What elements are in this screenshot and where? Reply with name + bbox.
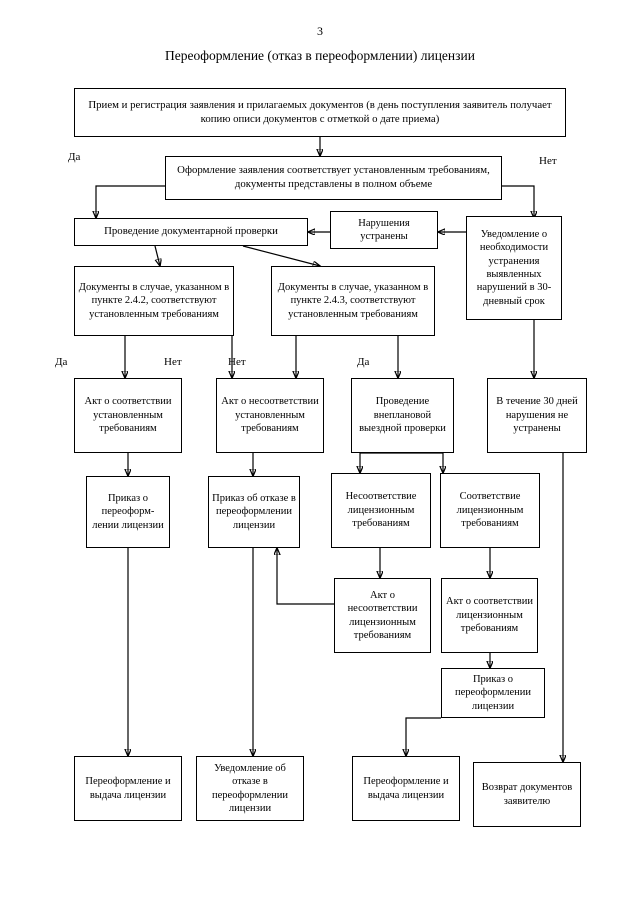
node-unscheduled-check[interactable]: Проведение внеплановой выездной проверки [351, 378, 454, 453]
node-decision-form[interactable]: Оформление заявления соответствует устан… [165, 156, 502, 200]
node-order-refuse[interactable]: Приказ об отказе в переоформлении лиценз… [208, 476, 300, 548]
node-conform-lic[interactable]: Соответствие лицензионным требованиям [440, 473, 540, 548]
node-violations-fixed[interactable]: Нарушения устранены [330, 211, 438, 249]
edge-label-yes-top: Да [68, 151, 81, 163]
node-act-nonconform-req[interactable]: Акт о несоответствии установленным требо… [216, 378, 324, 453]
node-return-docs[interactable]: Возврат документов заявителю [473, 762, 581, 827]
node-order-reissue-2[interactable]: Приказ о переоформлении лицензии [441, 668, 545, 718]
edge-label-no-top: Нет [539, 155, 557, 167]
edge-label-no-242: Нет [164, 356, 182, 368]
page-title: Переоформление (отказ в переоформлении) … [165, 48, 475, 63]
node-act-nonconform-lic[interactable]: Акт о несоответствии лицензионным требов… [334, 578, 431, 653]
node-order-reissue-1[interactable]: Приказ о переоформ- лении лицензии [86, 476, 170, 548]
node-notice-fix[interactable]: Уведомление о необходимости устранения в… [466, 216, 562, 320]
edge-label-no-243: Нет [228, 356, 246, 368]
node-doc-check[interactable]: Проведение документарной проверки [74, 218, 308, 246]
node-issue-license-1[interactable]: Переоформление и выдача лицензии [74, 756, 182, 821]
node-docs-243[interactable]: Документы в случае, указанном в пункте 2… [271, 266, 435, 336]
edge-label-yes-243: Да [357, 356, 370, 368]
node-intake[interactable]: Прием и регистрация заявления и прилагае… [74, 88, 566, 137]
node-docs-242[interactable]: Документы в случае, указанном в пункте 2… [74, 266, 234, 336]
page-number: 3 [317, 24, 323, 38]
node-act-conform-req[interactable]: Акт о соответствии установленным требова… [74, 378, 182, 453]
node-nonconform-lic[interactable]: Несоответствие лицензионным требованиям [331, 473, 431, 548]
node-issue-license-2[interactable]: Переоформление и выдача лицензии [352, 756, 460, 821]
node-act-conform-lic[interactable]: Акт о соответствии лицензионным требован… [441, 578, 538, 653]
node-within-30-days[interactable]: В течение 30 дней нарушения не устранены [487, 378, 587, 453]
edge-label-yes-242: Да [55, 356, 68, 368]
node-notice-refusal[interactable]: Уведомление об отказе в переоформлении л… [196, 756, 304, 821]
